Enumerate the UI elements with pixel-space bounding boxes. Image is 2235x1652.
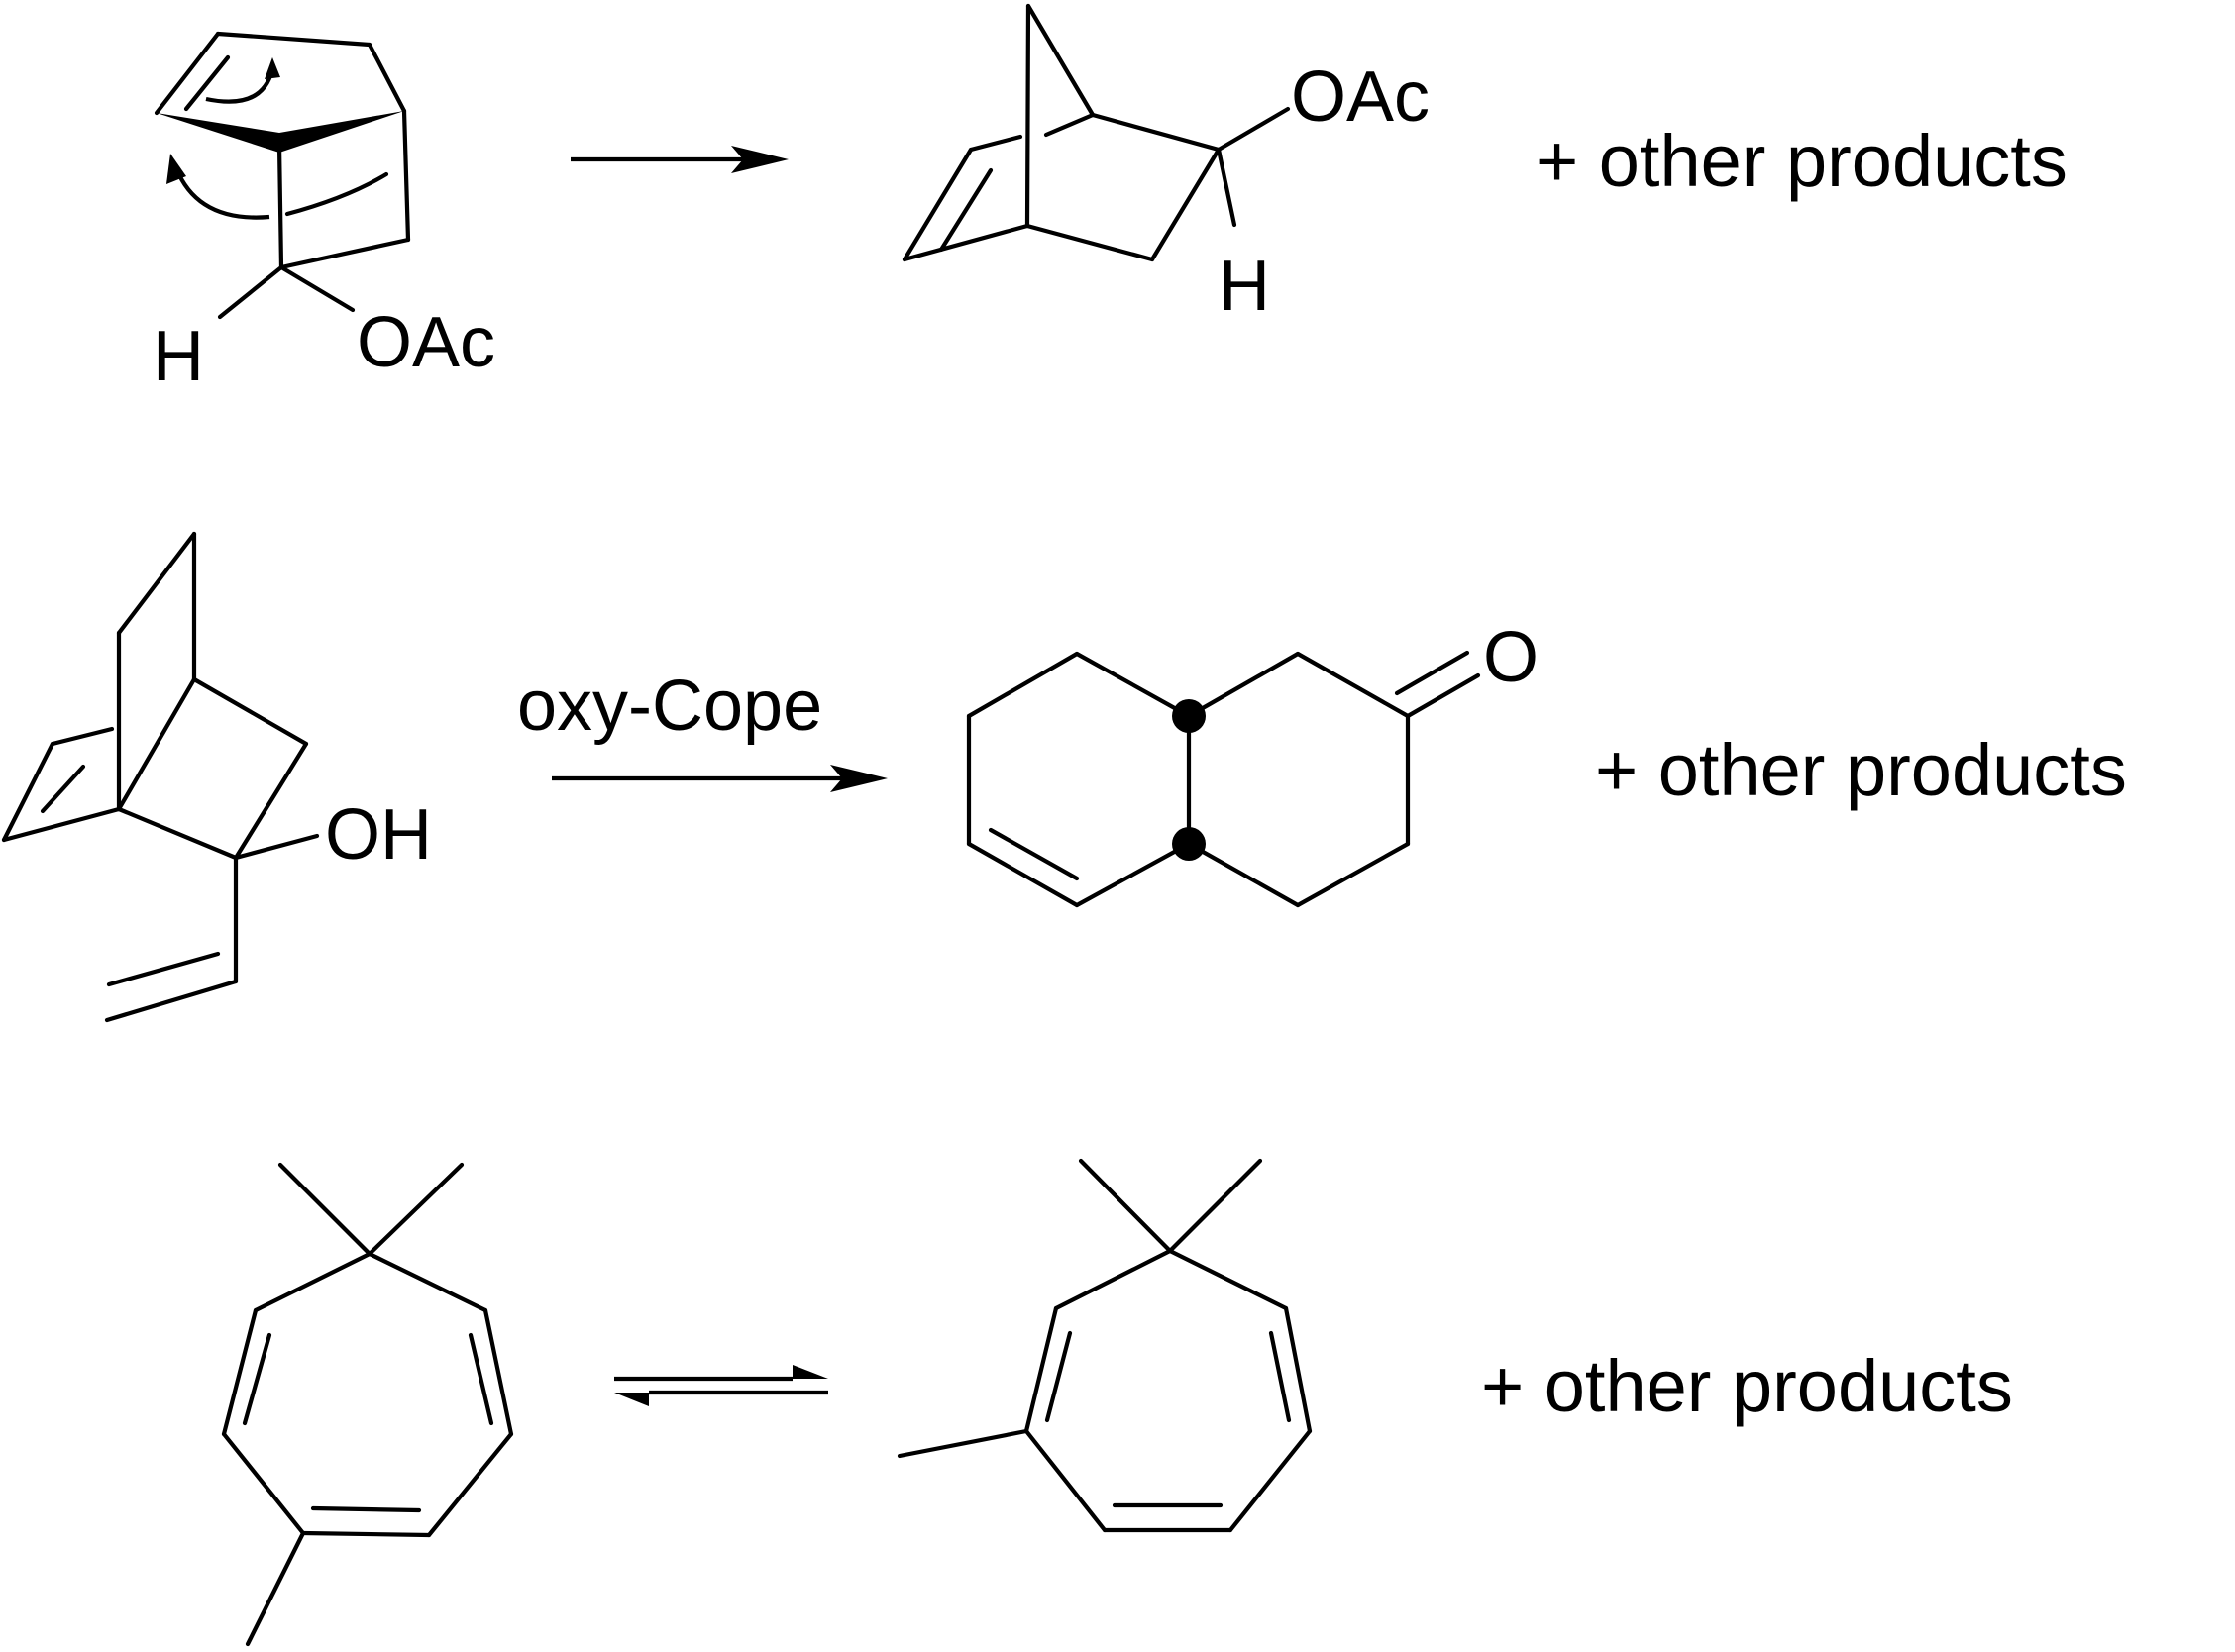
- reaction-1-other-products: + other products: [1536, 120, 2068, 202]
- reaction-1: OAc H OAc H +: [153, 3, 2068, 396]
- reactant-oh-label: OH: [325, 795, 432, 875]
- forward-arrow-head: [731, 146, 789, 173]
- curved-arrow-lower: [174, 167, 270, 220]
- product-o-label: O: [1483, 618, 1539, 697]
- wedge-bond: [157, 111, 404, 153]
- reaction-3-other-products: + other products: [1481, 1345, 2013, 1427]
- reaction-2: OH oxy-Cope: [1, 531, 2127, 1023]
- curved-arrow-upper-head: [265, 57, 280, 79]
- reactant-h-label: H: [153, 317, 204, 396]
- reaction-2-reactant: OH: [1, 531, 432, 1023]
- oxy-cope-arrow-label: oxy-Cope: [517, 667, 822, 746]
- reaction-2-other-products: + other products: [1595, 729, 2127, 811]
- product-oac-label: OAc: [1291, 57, 1430, 137]
- product-h-label: H: [1219, 247, 1270, 326]
- stereocenter-dot-top: [1172, 699, 1206, 733]
- stereocenter-dot-bottom: [1172, 827, 1206, 861]
- reaction-3-product: [897, 1158, 1313, 1533]
- reactant-oac-label: OAc: [357, 303, 495, 382]
- reaction-3: + other products: [221, 1158, 2013, 1647]
- equilibrium-reverse-head: [614, 1393, 649, 1406]
- equilibrium-forward-head: [793, 1365, 828, 1379]
- reaction-1-reactant: OAc H: [153, 31, 495, 396]
- reaction-2-product: O: [966, 618, 1539, 908]
- reaction-1-arrow: [571, 146, 789, 173]
- curved-arrow-lower-head: [166, 154, 186, 184]
- reaction-3-reactant: [221, 1162, 514, 1647]
- forward-arrow-head: [830, 765, 888, 792]
- reaction-3-equilibrium-arrows: [614, 1365, 828, 1406]
- reaction-1-product: OAc H: [902, 3, 1430, 326]
- reaction-2-arrow: oxy-Cope: [517, 667, 888, 792]
